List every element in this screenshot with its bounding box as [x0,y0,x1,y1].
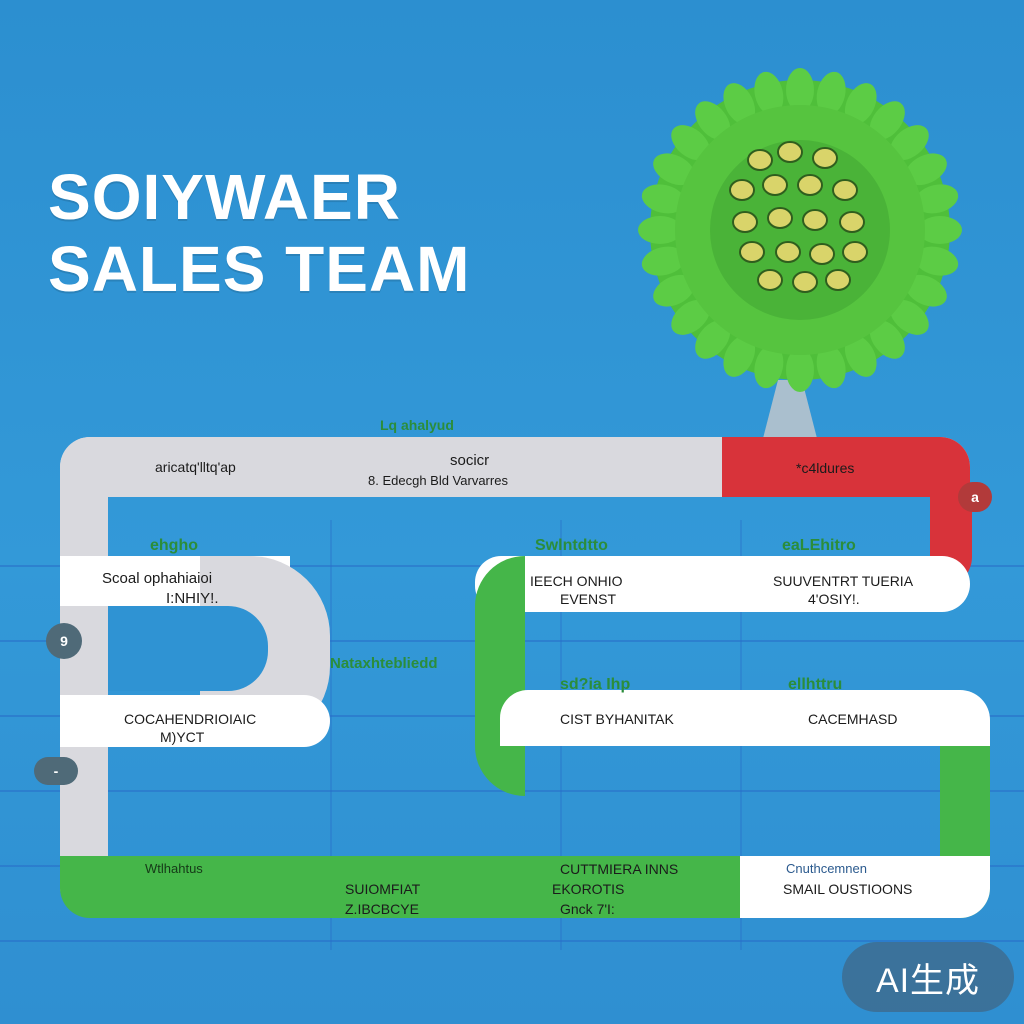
flower-seed [732,211,758,233]
bottom-right-header: Cnuthcemnen [786,861,867,876]
flower-petal [671,125,710,161]
bottom-center-line2: Gnck 7'I: [560,901,615,917]
flower-seed [762,174,788,196]
flower-petal [671,299,710,335]
flower-seed [812,147,838,169]
top-band-right-label: *c4ldures [796,460,855,476]
flower-petal [869,101,905,140]
flower-seed [839,211,865,233]
flower-petal [914,184,959,214]
row2-center-header: Swlntdtto [535,537,608,554]
middle-connector-label: Nataxhtebliedd [330,655,438,672]
flower-petal [816,344,846,389]
flower-petal [786,67,814,112]
flower-petal [641,184,686,214]
row3-center-line: CIST BYHANITAK [560,711,674,727]
flower-petal [786,348,814,392]
flower-petal [918,216,962,244]
row3-left-line1: COCAHENDRIOIAIC [124,711,257,727]
right-green-side [940,746,990,866]
flower-petal [754,344,784,389]
bottom-right-line: SMAIL OUSTIOONS [783,881,913,897]
bottom-left-line2: Z.IBCBCYE [345,901,419,917]
flower-petal [869,320,905,359]
flower-petal [723,335,756,377]
bottom-left-header: Wtlhahtus [145,861,203,876]
flower-petal [754,71,784,116]
row3-center-header: sd?ia Ihp [560,676,631,693]
flower-seed [767,207,793,229]
flower-petal [905,153,947,186]
flower-petal [695,320,731,359]
ai-generated-badge: AI生成 [842,942,1014,1012]
row2-right-band [475,556,970,612]
flower-seed [809,243,835,265]
flower-seed [797,174,823,196]
row2-left-header: ehgho [150,537,198,554]
row3-right-header: ellhttru [788,676,843,693]
flower-seed [777,141,803,163]
flower-petal [641,246,686,276]
flower-petal [905,274,947,307]
flower-petal [844,335,877,377]
bottom-band-white-segment [740,856,990,918]
flower-seed [842,241,868,263]
left-p-hole [108,606,268,691]
center-green-loop [475,556,525,796]
grid-line [0,940,1024,942]
row2-right-line2: 4'OSIY!. [808,591,860,607]
top-band-red-segment [722,437,970,497]
bottom-center-line1: EKOROTIS [552,881,625,897]
row2-right-header: eaLEhitro [782,537,856,554]
flower-seed [802,209,828,231]
flower-petal [653,153,695,186]
page-title-line2: SALES TEAM [48,233,471,305]
flower-seed [792,271,818,293]
flower-petal [638,216,682,244]
top-band-center-header: socicr [450,452,490,469]
row2-right-line1: SUUVENTRT TUERIA [773,573,914,589]
row2-center-line2: EVENST [560,591,617,607]
flower-petal [816,71,846,116]
row2-left-line1: Scoal ophahiaioi [102,570,213,587]
top-band-left-label: aricatq'lltq'ap [155,459,236,475]
row3-left-band [60,695,330,747]
row2-center-line1: IEECH ONHIO [530,573,623,589]
flower-seed [739,241,765,263]
flower-seed [832,179,858,201]
flower-seed [747,149,773,171]
top-band-center-line: 8. Edecgh Bld Varvarres [368,473,508,488]
flower-petal [890,125,929,161]
bottom-left-line1: SUIOMFIAT [345,881,421,897]
page-title-line1: SOIYWAER [48,161,401,233]
row3-left-line2: M)YCT [160,729,205,745]
flower-petal [844,83,877,125]
row2-left-line2: I:NHIY!. [166,590,219,607]
flower-petal [723,83,756,125]
green-flower-icon [638,67,962,392]
grid-line [330,520,332,950]
row3-right-line: CACEMHASD [808,711,898,727]
map-pin-icon: 9 [46,623,82,659]
flower-petal [890,299,929,335]
map-pin-icon: a [958,482,992,512]
top-band-overhead-label: Lq ahalyud [380,417,454,433]
flower-seed [825,269,851,291]
row3-right-band [500,690,990,746]
left-frame [60,437,108,917]
flower-seed [757,269,783,291]
flower-petal [695,101,731,140]
flower-petal [653,274,695,307]
bottom-center-header: CUTTMIERA INNS [560,861,679,877]
flower-seed [729,179,755,201]
flower-petal [914,246,959,276]
map-pin-icon: - [34,757,78,785]
flower-seed [775,241,801,263]
